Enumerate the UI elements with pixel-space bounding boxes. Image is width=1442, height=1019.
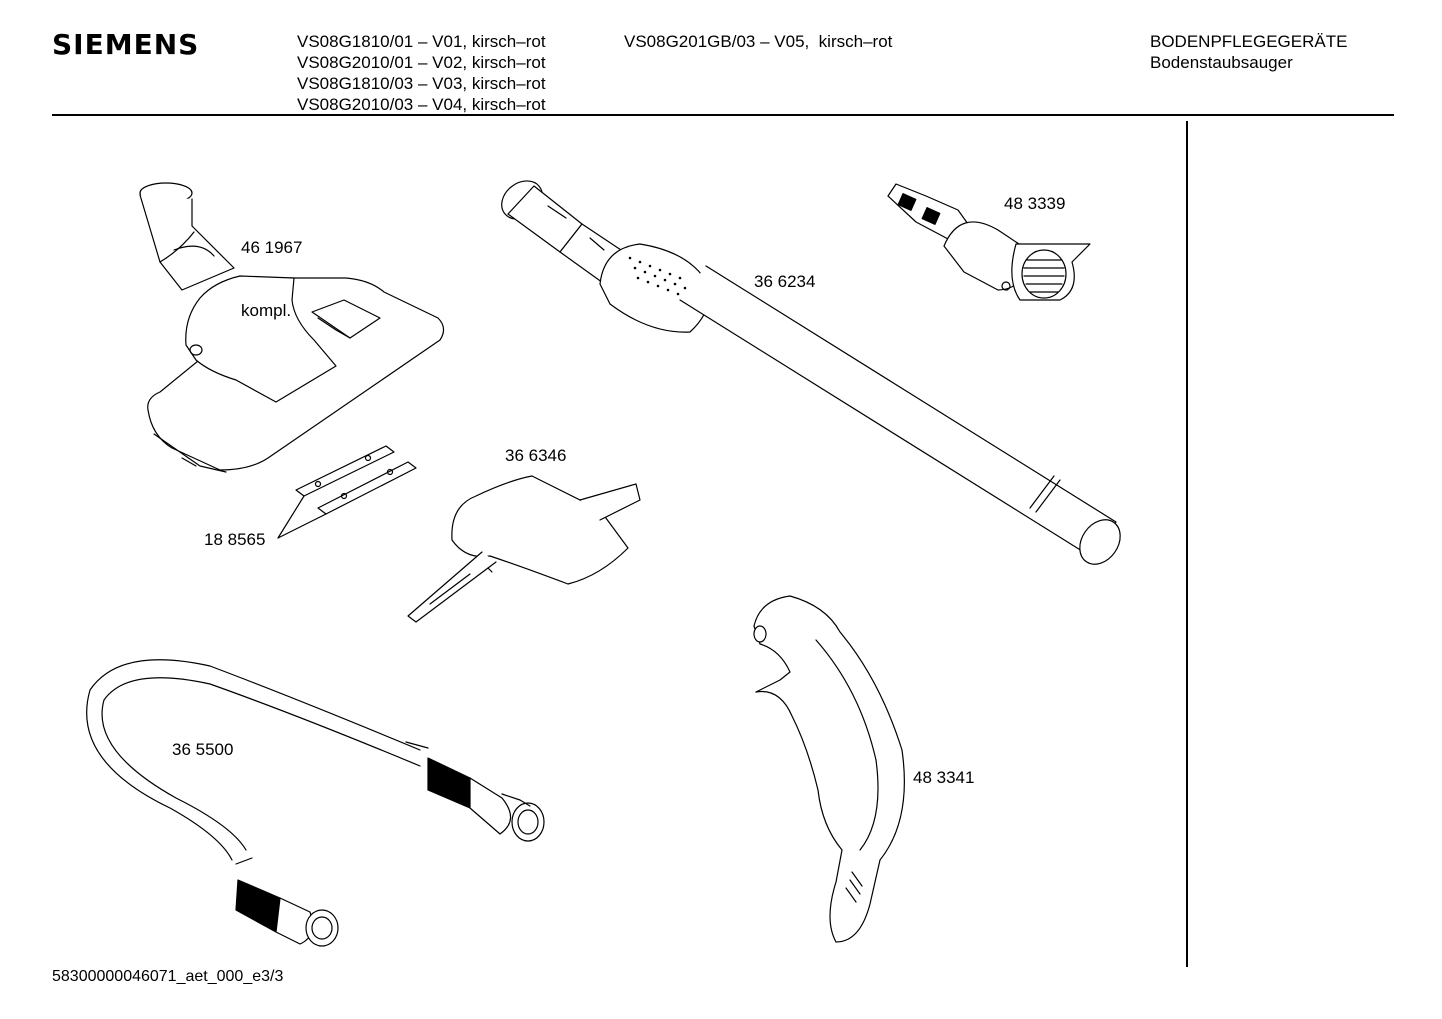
category-title: BODENPFLEGEGERÄTE [1150, 32, 1348, 51]
doc-id: 58300000046071_aet_000_e [52, 968, 262, 985]
model-list-left: VS08G1810/01 – V01, kirsch–rot VS08G2010… [297, 31, 546, 115]
upholstery-nozzle-drawing [888, 184, 1090, 300]
leader-line [278, 496, 304, 538]
side-divider [1186, 121, 1188, 967]
crevice-nozzle-drawing [408, 476, 640, 622]
page-number: 3/3 [261, 968, 284, 985]
part-label-floor-nozzle: 46 1967 kompl. [241, 195, 302, 342]
model-line: VS08G1810/03 – V03, kirsch–rot [297, 74, 546, 93]
model-list-right: VS08G201GB/03 – V05, kirsch–rot [624, 31, 892, 52]
part-number: 46 1967 [241, 238, 303, 257]
part-label-strip-pair: 18 8565 [204, 530, 266, 549]
category-subtitle: Bodenstaubsauger [1150, 53, 1293, 72]
category-block: BODENPFLEGEGERÄTE Bodenstaubsauger [1150, 31, 1347, 73]
brand-logo: SIEMENS [52, 28, 200, 61]
telescopic-tube-drawing [494, 173, 1128, 572]
model-line: VS08G2010/01 – V02, kirsch–rot [297, 53, 546, 72]
model-line: VS08G1810/01 – V01, kirsch–rot [297, 32, 546, 51]
hose-end-bottom [236, 880, 338, 946]
part-label-telescopic-tube: 36 6234 [754, 272, 816, 291]
suction-hose-drawing [87, 660, 544, 946]
model-line: VS08G201GB/03 – V05, kirsch–rot [624, 32, 893, 51]
footer-doc-id: 58300000046071_aet_000_e3/3 [52, 968, 283, 986]
hose-end-top [428, 758, 544, 841]
part-label-upholstery-nozzle: 48 3339 [1004, 194, 1066, 213]
part-label-suction-hose: 36 5500 [172, 740, 234, 759]
handle-drawing [754, 596, 904, 942]
floor-nozzle-drawing [140, 183, 444, 472]
strip-pair-drawing [278, 446, 416, 538]
part-note: kompl. [241, 301, 292, 320]
leader-line [278, 514, 326, 538]
part-label-handle: 48 3341 [913, 768, 975, 787]
part-label-crevice-nozzle: 36 6346 [505, 446, 567, 465]
header-divider [52, 114, 1394, 116]
model-line: VS08G2010/03 – V04, kirsch–rot [297, 95, 546, 114]
